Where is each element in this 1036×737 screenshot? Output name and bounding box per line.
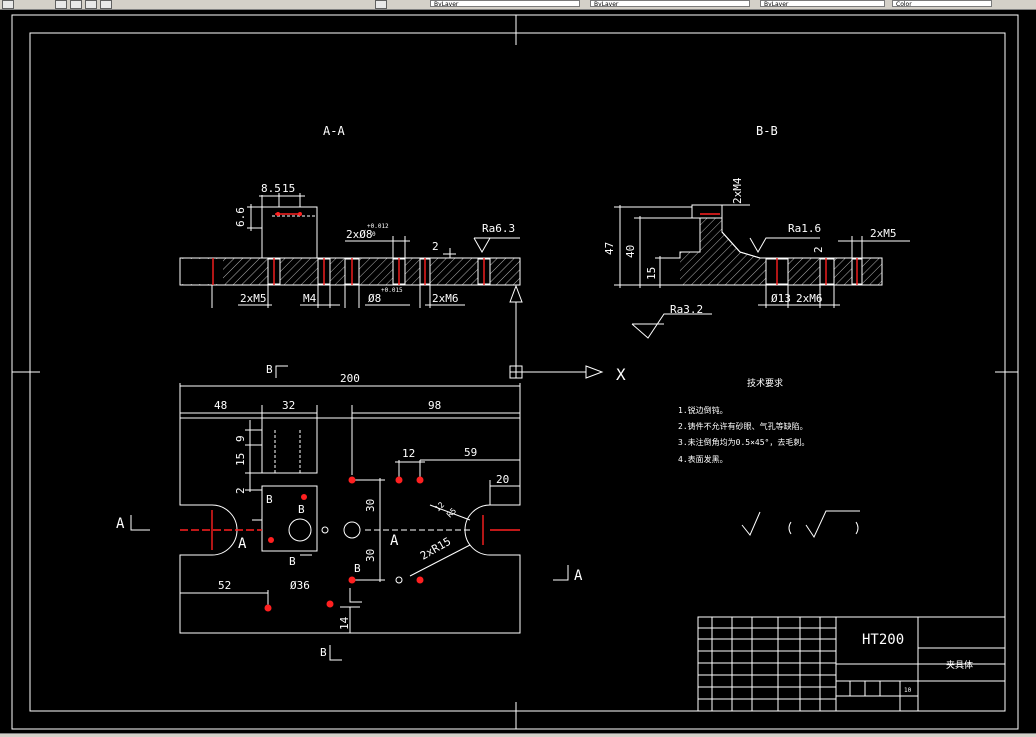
- view-mark-b-3: B: [289, 555, 296, 568]
- plan-r-small: 12: [433, 500, 446, 513]
- scale-label: 10: [904, 687, 912, 694]
- plan-dim-48: 48: [214, 399, 227, 412]
- drawing-canvas[interactable]: A-A: [0, 10, 1036, 733]
- dim-bb-5: 2xM5: [870, 227, 897, 240]
- tech-note-3: 3.未注倒角均为0.5×45°，去毛刺。: [678, 437, 809, 447]
- dim-aa-5: 2xM6: [432, 292, 459, 305]
- view-mark-a-inner-left: A: [238, 536, 247, 552]
- color-combo[interactable]: ByLayer: [430, 0, 580, 7]
- dim-bb-2: 15: [645, 267, 658, 280]
- roughness-aa: Ra6.3: [482, 222, 515, 235]
- roughness-symbol: [741, 510, 860, 539]
- part-name-label: 夹具体: [946, 659, 973, 671]
- fit-upper-tol-top: +0.012: [367, 223, 389, 230]
- section-bb-title: B-B: [756, 124, 778, 138]
- plan-dim-12: 12: [402, 447, 415, 460]
- plan-view: 200 48 32 98 12 59 20 30 30 52 Ø36 14 9 …: [116, 363, 583, 661]
- dim-aa-6: 2: [432, 240, 439, 253]
- toolbar-button-icon[interactable]: [2, 0, 14, 9]
- lineweight-combo[interactable]: ByLayer: [760, 0, 885, 7]
- ucs-axis: X: [509, 365, 626, 384]
- plan-dim-98: 98: [428, 399, 441, 412]
- fit-lower: Ø8: [368, 292, 381, 305]
- plan-dim-14: 14: [338, 616, 351, 630]
- dim-aa-3: 2xM5: [240, 292, 267, 305]
- material-label: HT200: [862, 632, 904, 648]
- roughness-bb-bottom: Ra3.2: [670, 303, 703, 316]
- plan-dim-2: 2: [234, 487, 247, 494]
- plan-dim-36: Ø36: [290, 579, 310, 592]
- plan-dim-30b: 30: [364, 549, 377, 562]
- view-mark-b-top: B: [266, 363, 273, 376]
- layer-icon[interactable]: [55, 0, 67, 9]
- layer-icon[interactable]: [85, 0, 97, 9]
- plan-dim-15: 15: [234, 453, 247, 466]
- view-mark-b-2: B: [298, 503, 305, 516]
- layer-icon[interactable]: [70, 0, 82, 9]
- layer-icon[interactable]: [100, 0, 112, 9]
- dim-bb-1: 40: [624, 245, 637, 258]
- dim-aa-4: M4: [303, 292, 317, 305]
- tech-notes-title: 技术要求: [747, 377, 783, 389]
- plan-dim-32: 32: [282, 399, 295, 412]
- sheet-border: [11, 14, 1019, 730]
- plan-dim-59: 59: [464, 446, 477, 459]
- status-bar: [0, 733, 1036, 737]
- plan-dim-30a: 30: [364, 499, 377, 512]
- roughness-bb-top: Ra1.6: [788, 222, 821, 235]
- dim-bb-6: Ø13: [771, 292, 791, 305]
- color-icon[interactable]: [375, 0, 387, 9]
- dim-bb-3: 2xM4: [731, 177, 744, 204]
- view-mark-a-right: A: [574, 568, 583, 584]
- title-block: HT200 夹具体 10: [697, 616, 1006, 712]
- plotstyle-combo[interactable]: Color: [892, 0, 992, 7]
- dim-bb-0: 47: [603, 242, 616, 255]
- dim-aa-0: 8.5: [261, 182, 281, 195]
- fit-upper-tol-bot: 0: [372, 231, 376, 238]
- view-mark-a-left: A: [116, 516, 125, 532]
- view-mark-b-4: B: [354, 562, 361, 575]
- linetype-combo[interactable]: ByLayer: [590, 0, 750, 7]
- dim-bb-4: 2: [812, 246, 825, 253]
- plan-dim-20: 20: [496, 473, 509, 486]
- section-bb: B-B: [603, 124, 910, 339]
- fit-upper: 2xØ8: [346, 228, 373, 241]
- view-mark-b-bottom: B: [320, 646, 327, 659]
- tech-notes: 技术要求 1.锐边倒钝。 2.铸件不允许有砂眼、气孔等缺陷。 3.未注倒角均为0…: [678, 377, 809, 464]
- drawing-svg: A-A: [11, 14, 1019, 730]
- dim-aa-1: 15: [282, 182, 295, 195]
- plan-dim-200: 200: [340, 372, 360, 385]
- tech-note-1: 1.锐边倒钝。: [678, 405, 728, 415]
- axis-x-label: X: [616, 365, 626, 384]
- fit-lower-tol: +0.015: [381, 287, 403, 294]
- dim-bb-7: 2xM6: [796, 292, 823, 305]
- plan-r15: 2xR15: [418, 535, 453, 563]
- view-mark-b-1: B: [266, 493, 273, 506]
- plan-dim-9: 9: [234, 435, 247, 442]
- tech-note-2: 2.铸件不允许有砂眼、气孔等缺陷。: [678, 421, 808, 431]
- view-mark-a-inner-right: A: [390, 533, 399, 549]
- dim-aa-2: 6.6: [234, 207, 247, 227]
- tech-note-4: 4.表面发黑。: [678, 454, 728, 464]
- plan-dim-52: 52: [218, 579, 231, 592]
- section-aa: A-A: [179, 124, 523, 366]
- section-aa-title: A-A: [323, 124, 345, 138]
- plan-r-small2: R5: [445, 506, 458, 519]
- toolbar: ByLayer ByLayer ByLayer Color: [0, 0, 1036, 10]
